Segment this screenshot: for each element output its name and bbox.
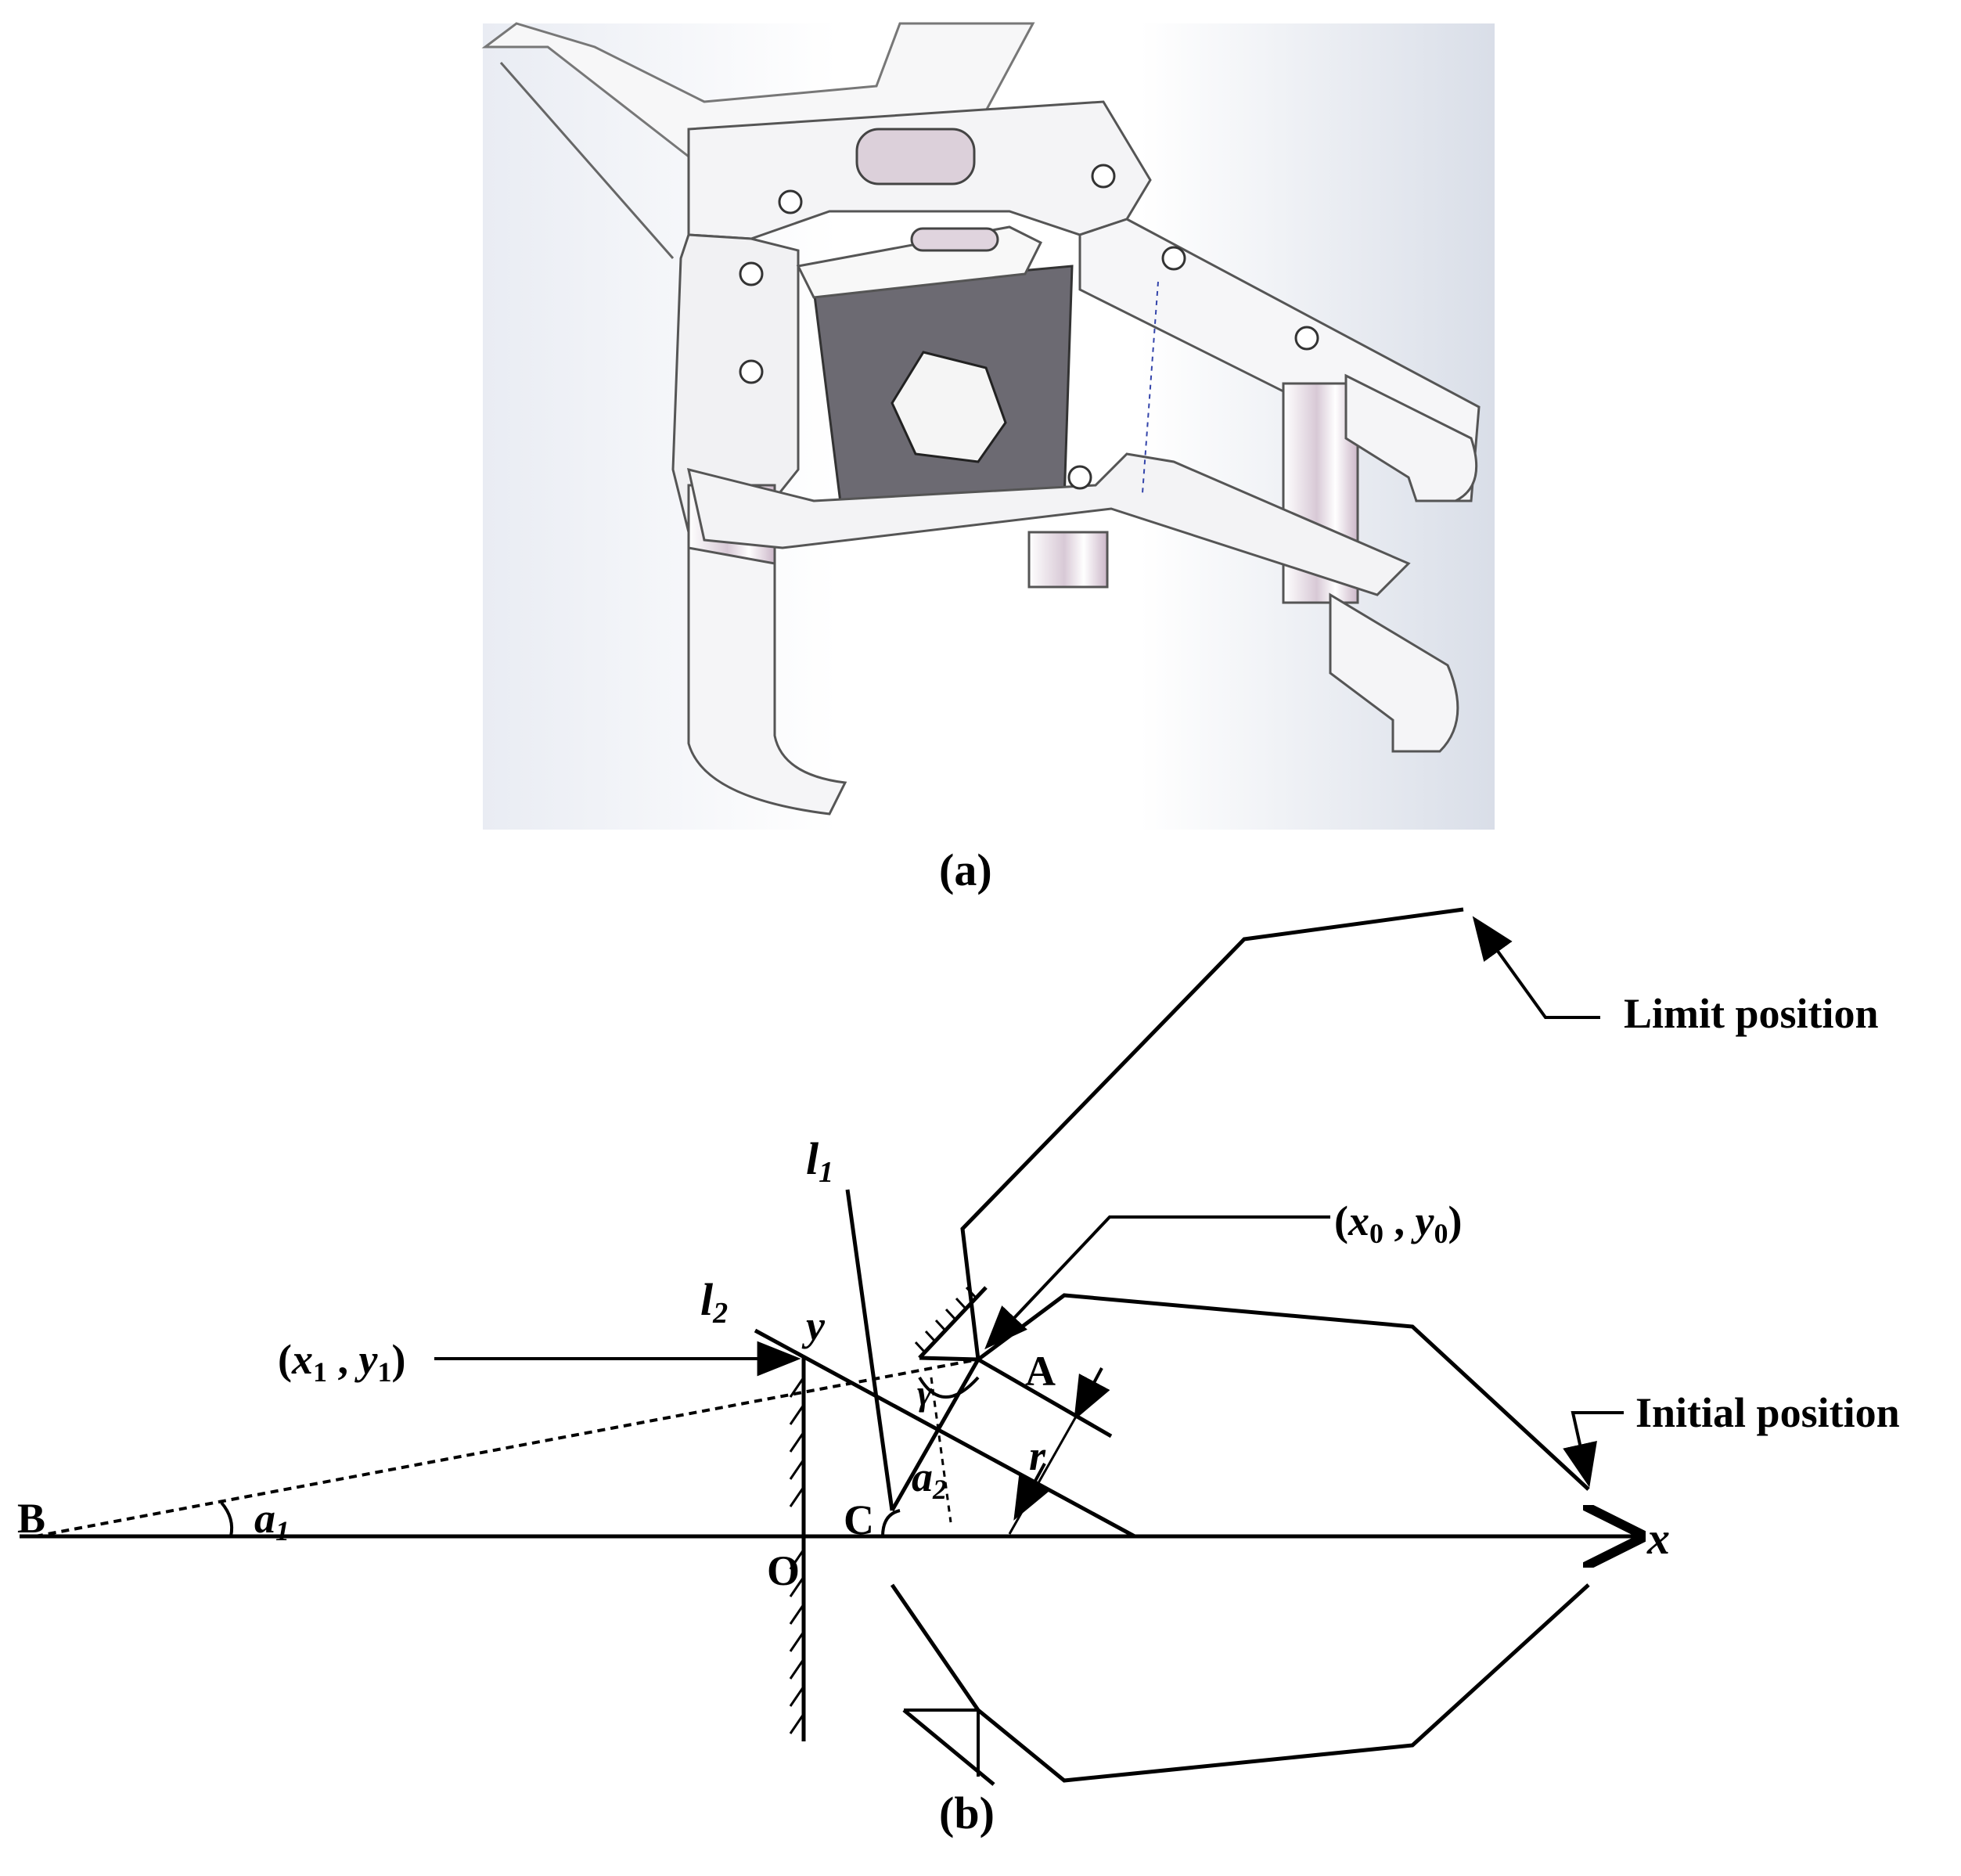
x-axis-label: x	[1646, 1513, 1670, 1564]
pivot-upper	[918, 1286, 988, 1359]
gripper-3d-render	[481, 22, 1495, 830]
link-l1	[845, 1189, 894, 1511]
link-l1-label: l1	[806, 1133, 833, 1189]
coord-x1y1-label: (x1 , y1)	[278, 1336, 405, 1388]
finger-limit	[960, 907, 1464, 1360]
wall-hatch	[789, 1377, 805, 1734]
initial-position-leader	[1563, 1411, 1624, 1488]
origin-label: O	[767, 1547, 800, 1594]
angle-a2-arc	[881, 1509, 901, 1537]
pivot-upper-hatch	[914, 1286, 977, 1354]
angle-gamma-label: γ	[917, 1373, 933, 1413]
finger-right-lower	[1329, 592, 1459, 753]
r-label: r	[1029, 1432, 1046, 1479]
caption-b: (b)	[939, 1788, 995, 1838]
limit-position-label: Limit position	[1624, 990, 1879, 1037]
point-c-label: C	[844, 1496, 874, 1543]
limit-position-leader	[1472, 916, 1600, 1019]
angle-a1-arc	[220, 1501, 234, 1537]
pivot-lower	[902, 1709, 995, 1786]
link-l2-label: l2	[700, 1274, 728, 1330]
coord-x0y0-label: (x0 , y0)	[1334, 1197, 1462, 1249]
segment-a	[977, 1357, 1113, 1439]
dashed-c-to-gamma	[930, 1377, 952, 1523]
angle-a2-label: a2	[912, 1453, 947, 1505]
finger-left	[687, 546, 847, 816]
r-dim-arrow-bottom	[1013, 1463, 1050, 1521]
hex-hole	[891, 351, 1007, 463]
lower-plate	[687, 452, 1411, 596]
finger-initial-upper	[977, 1293, 1590, 1491]
point-b-label: B	[17, 1495, 45, 1542]
arrow-x0y0	[984, 1215, 1330, 1350]
initial-position-label: Initial position	[1635, 1389, 1900, 1436]
angle-gamma-arc	[918, 1376, 980, 1399]
line-c-to-p0	[890, 1358, 980, 1512]
point-a-label: A	[1025, 1348, 1056, 1395]
angle-a1-label: a1	[254, 1495, 290, 1547]
link-l2	[754, 1328, 1136, 1539]
finger-right-upper	[1344, 373, 1478, 502]
line-b-to-p0	[34, 1358, 979, 1538]
finger-initial-lower	[890, 1583, 1590, 1783]
caption-a: (a)	[939, 844, 992, 895]
y-axis-label: y	[801, 1302, 826, 1349]
r-dim-arrow-top	[1074, 1367, 1110, 1421]
pillar-center	[1027, 531, 1109, 589]
